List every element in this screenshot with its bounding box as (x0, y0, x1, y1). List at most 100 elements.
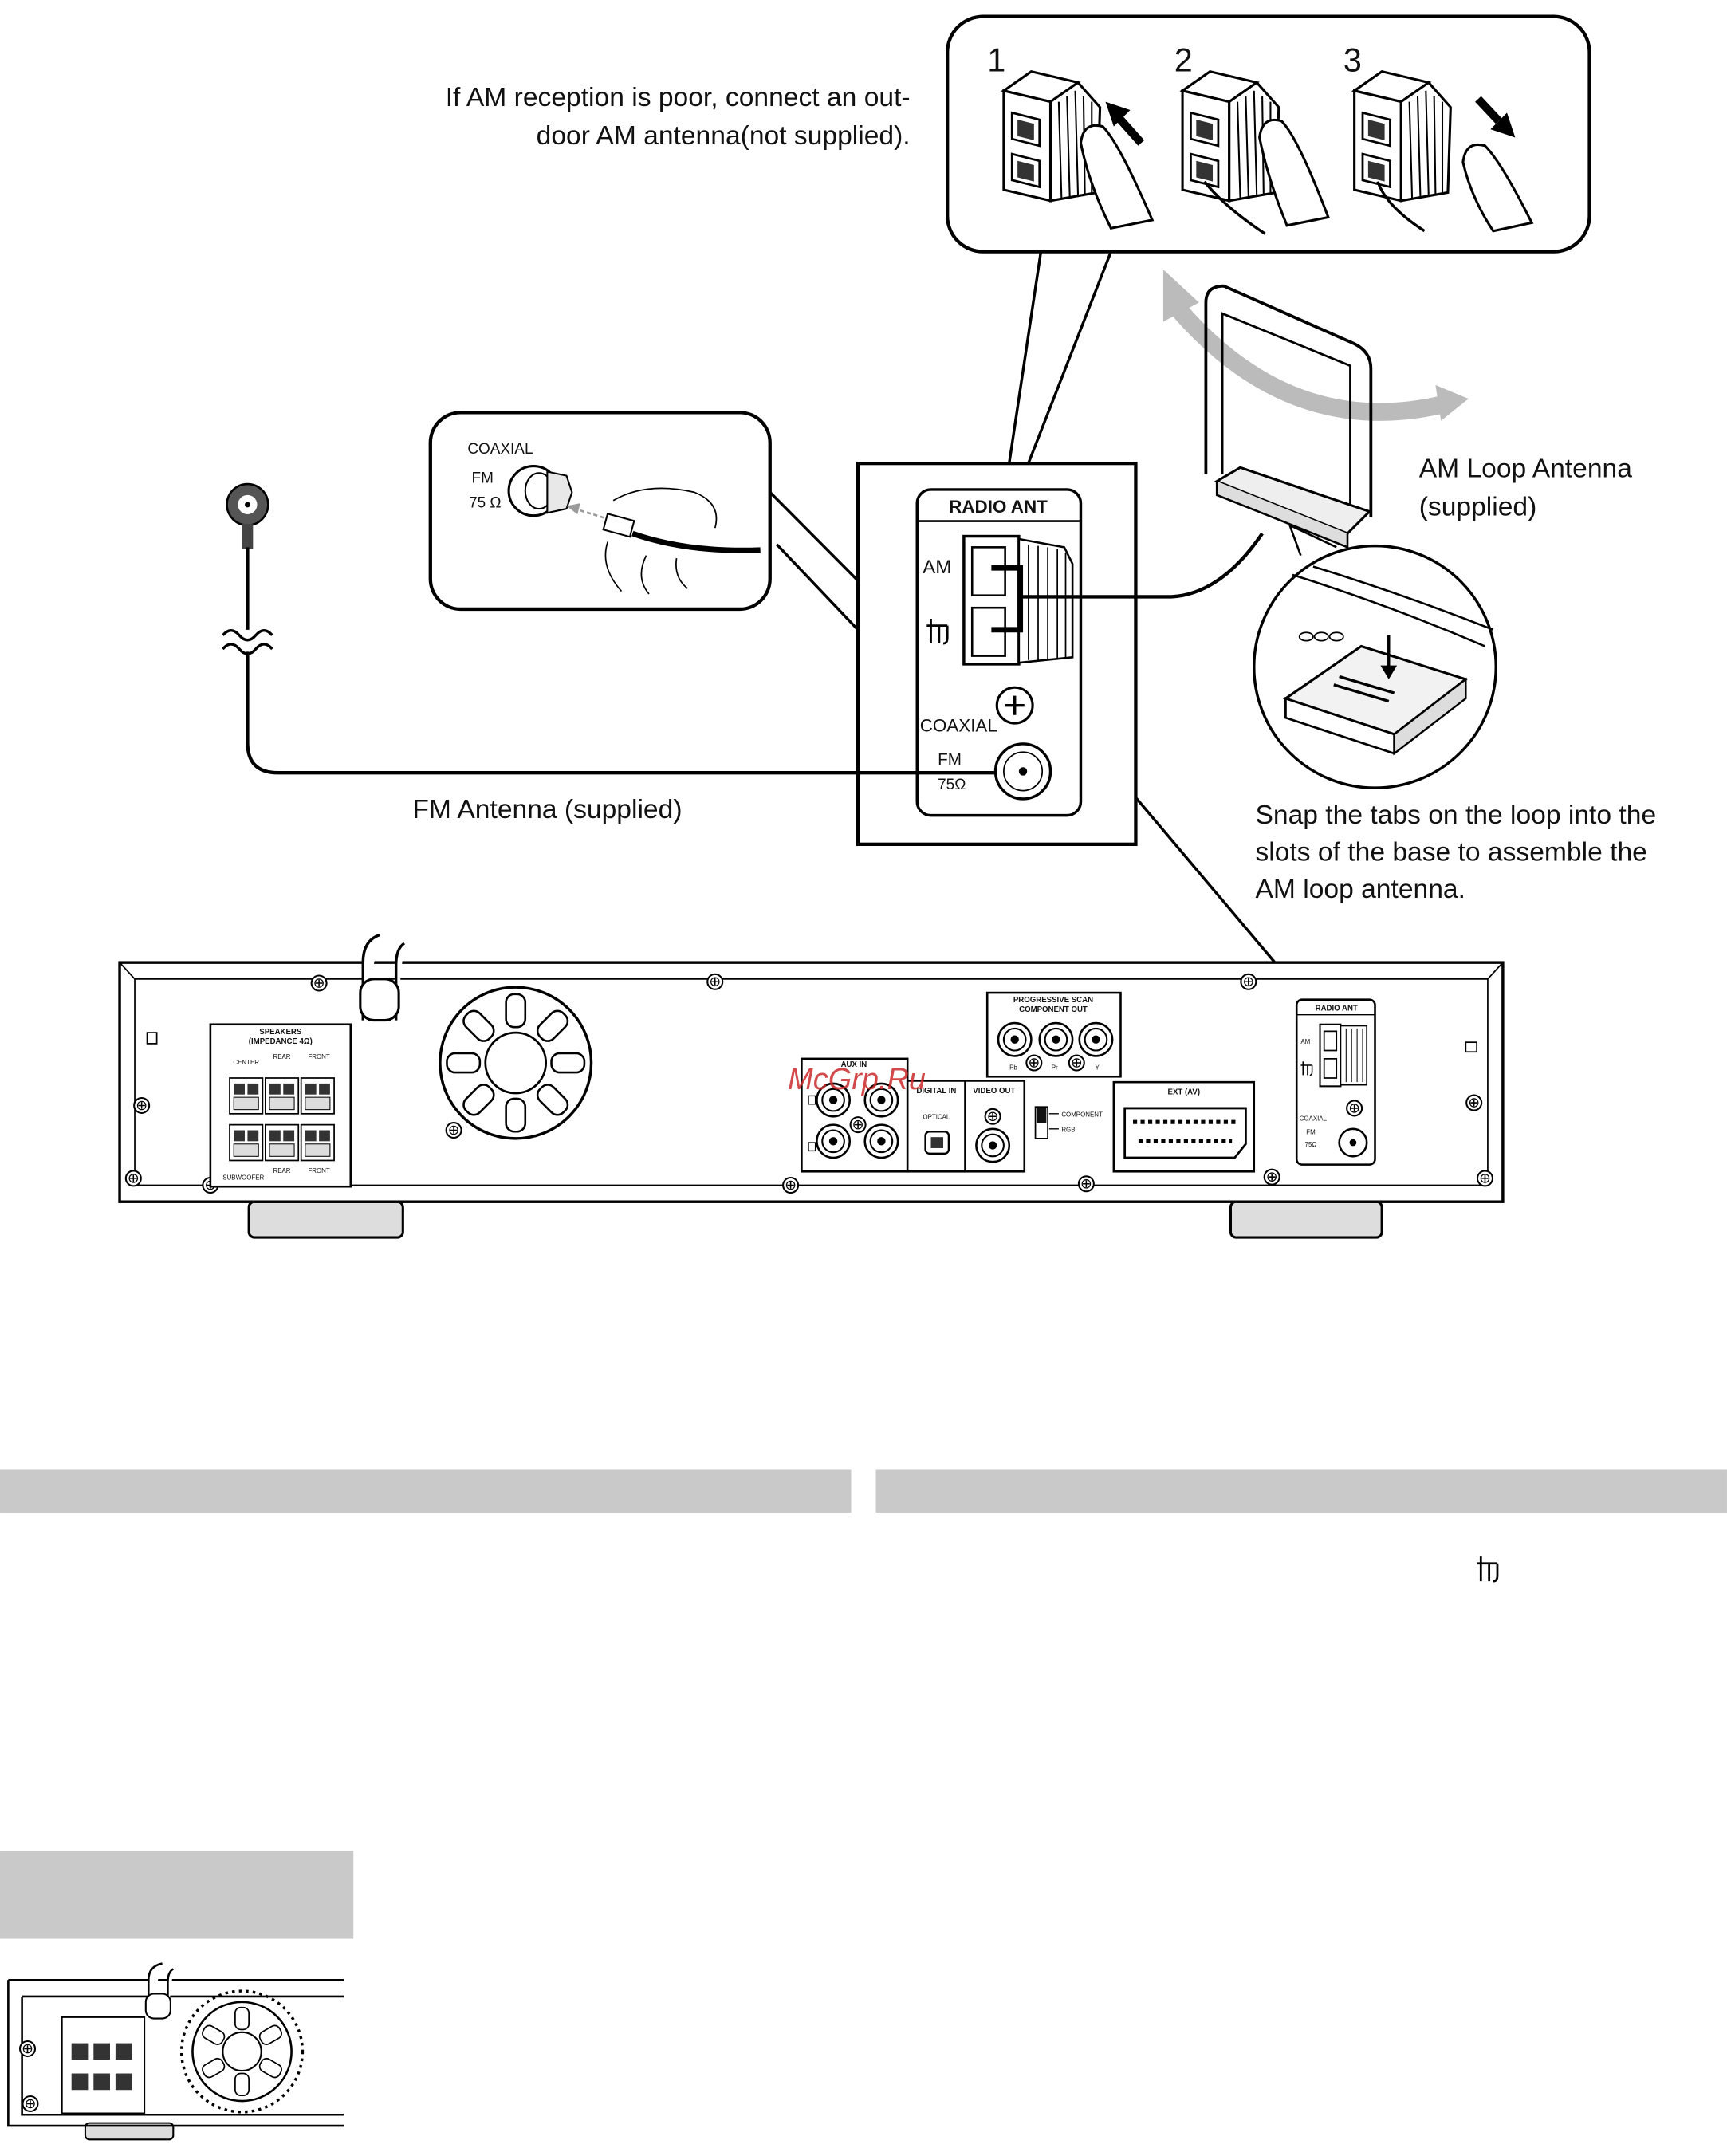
am-terminal-upper (970, 546, 1006, 596)
screw-icon (1068, 1054, 1085, 1072)
video-out-block: VIDEO OUT (964, 1080, 1026, 1173)
label-front-bottom: FRONT (308, 1167, 329, 1174)
fm-antenna-label: FM Antenna (supplied) (412, 795, 682, 824)
panel-title: RADIO ANT (949, 497, 1048, 517)
loop-antenna-base (1214, 466, 1372, 535)
insert-arrow (574, 507, 612, 521)
terminal-steps-callout: 1 2 3 (946, 14, 1591, 254)
detail-base-side (1393, 677, 1467, 756)
screw-icon (22, 2095, 39, 2112)
am-terminal-springs (1017, 537, 1074, 664)
step-3-terminal-clip (1353, 70, 1452, 203)
digital-in-block: DIGITAL IN OPTICAL (906, 1080, 966, 1173)
screw-icon (782, 1176, 800, 1194)
arrow-icon-head (1105, 101, 1131, 127)
jack-icon (864, 1123, 899, 1159)
label-subwoofer: SUBWOOFER (222, 1174, 264, 1182)
screw-icon (984, 1108, 1001, 1125)
switch-ticks (1048, 1113, 1059, 1130)
switch-knob (1037, 1108, 1047, 1123)
panel-fm-label: FM (938, 750, 962, 769)
am-reception-note-line2: door AM antenna(not supplied). (537, 121, 911, 151)
label-pr: Pr (1052, 1064, 1058, 1072)
inserted-wire (1203, 180, 1266, 235)
label-rear-top: REAR (273, 1053, 291, 1060)
detail-loop-legs (1292, 565, 1494, 647)
thumb-foot (84, 2122, 175, 2141)
inset-coaxial-label: COAXIAL (467, 441, 533, 458)
step-2-number: 2 (1174, 42, 1193, 79)
fm-coaxial-jack-ring (1003, 751, 1044, 792)
aux-in-title: AUX IN (841, 1060, 867, 1069)
power-cord-grommet (359, 978, 400, 1022)
rear-spring-ribs (1345, 1028, 1363, 1083)
label-center: CENTER (233, 1059, 259, 1066)
rear-am-terminal-hole (1323, 1057, 1338, 1079)
screw-icon (1346, 1100, 1363, 1117)
label-rear-bottom: REAR (273, 1167, 291, 1174)
loop-antenna-icon (1475, 1555, 1499, 1583)
loop-frame-outer (1204, 284, 1373, 517)
fan-grille-icon (439, 986, 593, 1140)
am-antenna-wire (1020, 532, 1264, 599)
thumb-speaker-terminals (71, 2043, 132, 2091)
inserted-wire (1376, 181, 1426, 233)
speaker-terminal (264, 1123, 300, 1162)
rear-panel: SPEAKERS (IMPEDANCE 4Ω) CENTER REAR FRON… (118, 934, 1505, 1239)
loop-frame-inner (1221, 312, 1351, 509)
screw-icon (310, 974, 328, 992)
screw-icon (1240, 973, 1257, 990)
thumb-fan-highlight (179, 1989, 305, 2114)
fm-antenna-wire (246, 547, 996, 775)
thumb-power-cord (147, 1962, 174, 2016)
fm-antenna-stem (242, 524, 254, 549)
ext-av-title: EXT (AV) (1168, 1088, 1201, 1097)
detail-tab (1328, 631, 1344, 642)
scart-connector (1123, 1107, 1247, 1159)
ext-av-block: EXT (AV) (1112, 1080, 1256, 1173)
optical-label: OPTICAL (923, 1114, 950, 1121)
watermark: McGrp.Ru (788, 1063, 926, 1096)
detail-slot (1333, 675, 1395, 703)
fan-slots (446, 993, 586, 1133)
foot-left (247, 1200, 404, 1239)
screw-icon (1077, 1175, 1095, 1193)
fan-inner (484, 1031, 548, 1095)
digital-in-frame (906, 1080, 966, 1173)
am-loop-label-line1: AM Loop Antenna (1419, 454, 1633, 483)
speakers-title: SPEAKERS (259, 1028, 302, 1037)
rear-ohms-label: 75Ω (1305, 1141, 1317, 1148)
arrow-icon-head (1490, 112, 1516, 138)
thumb-panel-outline (7, 1978, 344, 2127)
optical-port-inner (930, 1137, 944, 1148)
aux-side-mark (808, 1095, 816, 1105)
speaker-terminal (229, 1123, 264, 1162)
detail-tab (1313, 631, 1329, 642)
power-cord (361, 934, 406, 1021)
fm-coaxial-jack-pin (1018, 767, 1028, 776)
finger-icon (1461, 143, 1534, 233)
finger-icon (1079, 124, 1155, 230)
insert-arrow-head (566, 503, 580, 514)
aux-side-mark (808, 1142, 816, 1152)
screw-icon (133, 1096, 151, 1115)
speakers-impedance: (IMPEDANCE 4Ω) (249, 1037, 313, 1046)
fm-antenna-ring-dot (244, 502, 250, 508)
loop-base-front (1215, 481, 1349, 549)
jack-icon (816, 1123, 852, 1159)
video-output-switch: COMPONENT RGB (1034, 1106, 1103, 1139)
jack-icon (975, 1127, 1011, 1163)
speaker-terminal (300, 1077, 335, 1115)
arrow-icon (1115, 115, 1145, 146)
rear-coaxial-label: COAXIAL (1300, 1115, 1328, 1122)
rotate-arrow-head-left (1162, 270, 1199, 322)
screw-icon (445, 1122, 462, 1139)
rear-am-label: AM (1300, 1038, 1310, 1045)
label-front-top: FRONT (308, 1053, 329, 1060)
inset-ohms-label: 75 Ω (469, 494, 502, 511)
component-out-block: PROGRESSIVE SCAN COMPONENT OUT Pb Pr Y (985, 991, 1122, 1078)
jack-icon (1038, 1021, 1074, 1057)
speaker-terminal (300, 1123, 335, 1162)
rear-radio-ant-title: RADIO ANT (1316, 1005, 1358, 1013)
